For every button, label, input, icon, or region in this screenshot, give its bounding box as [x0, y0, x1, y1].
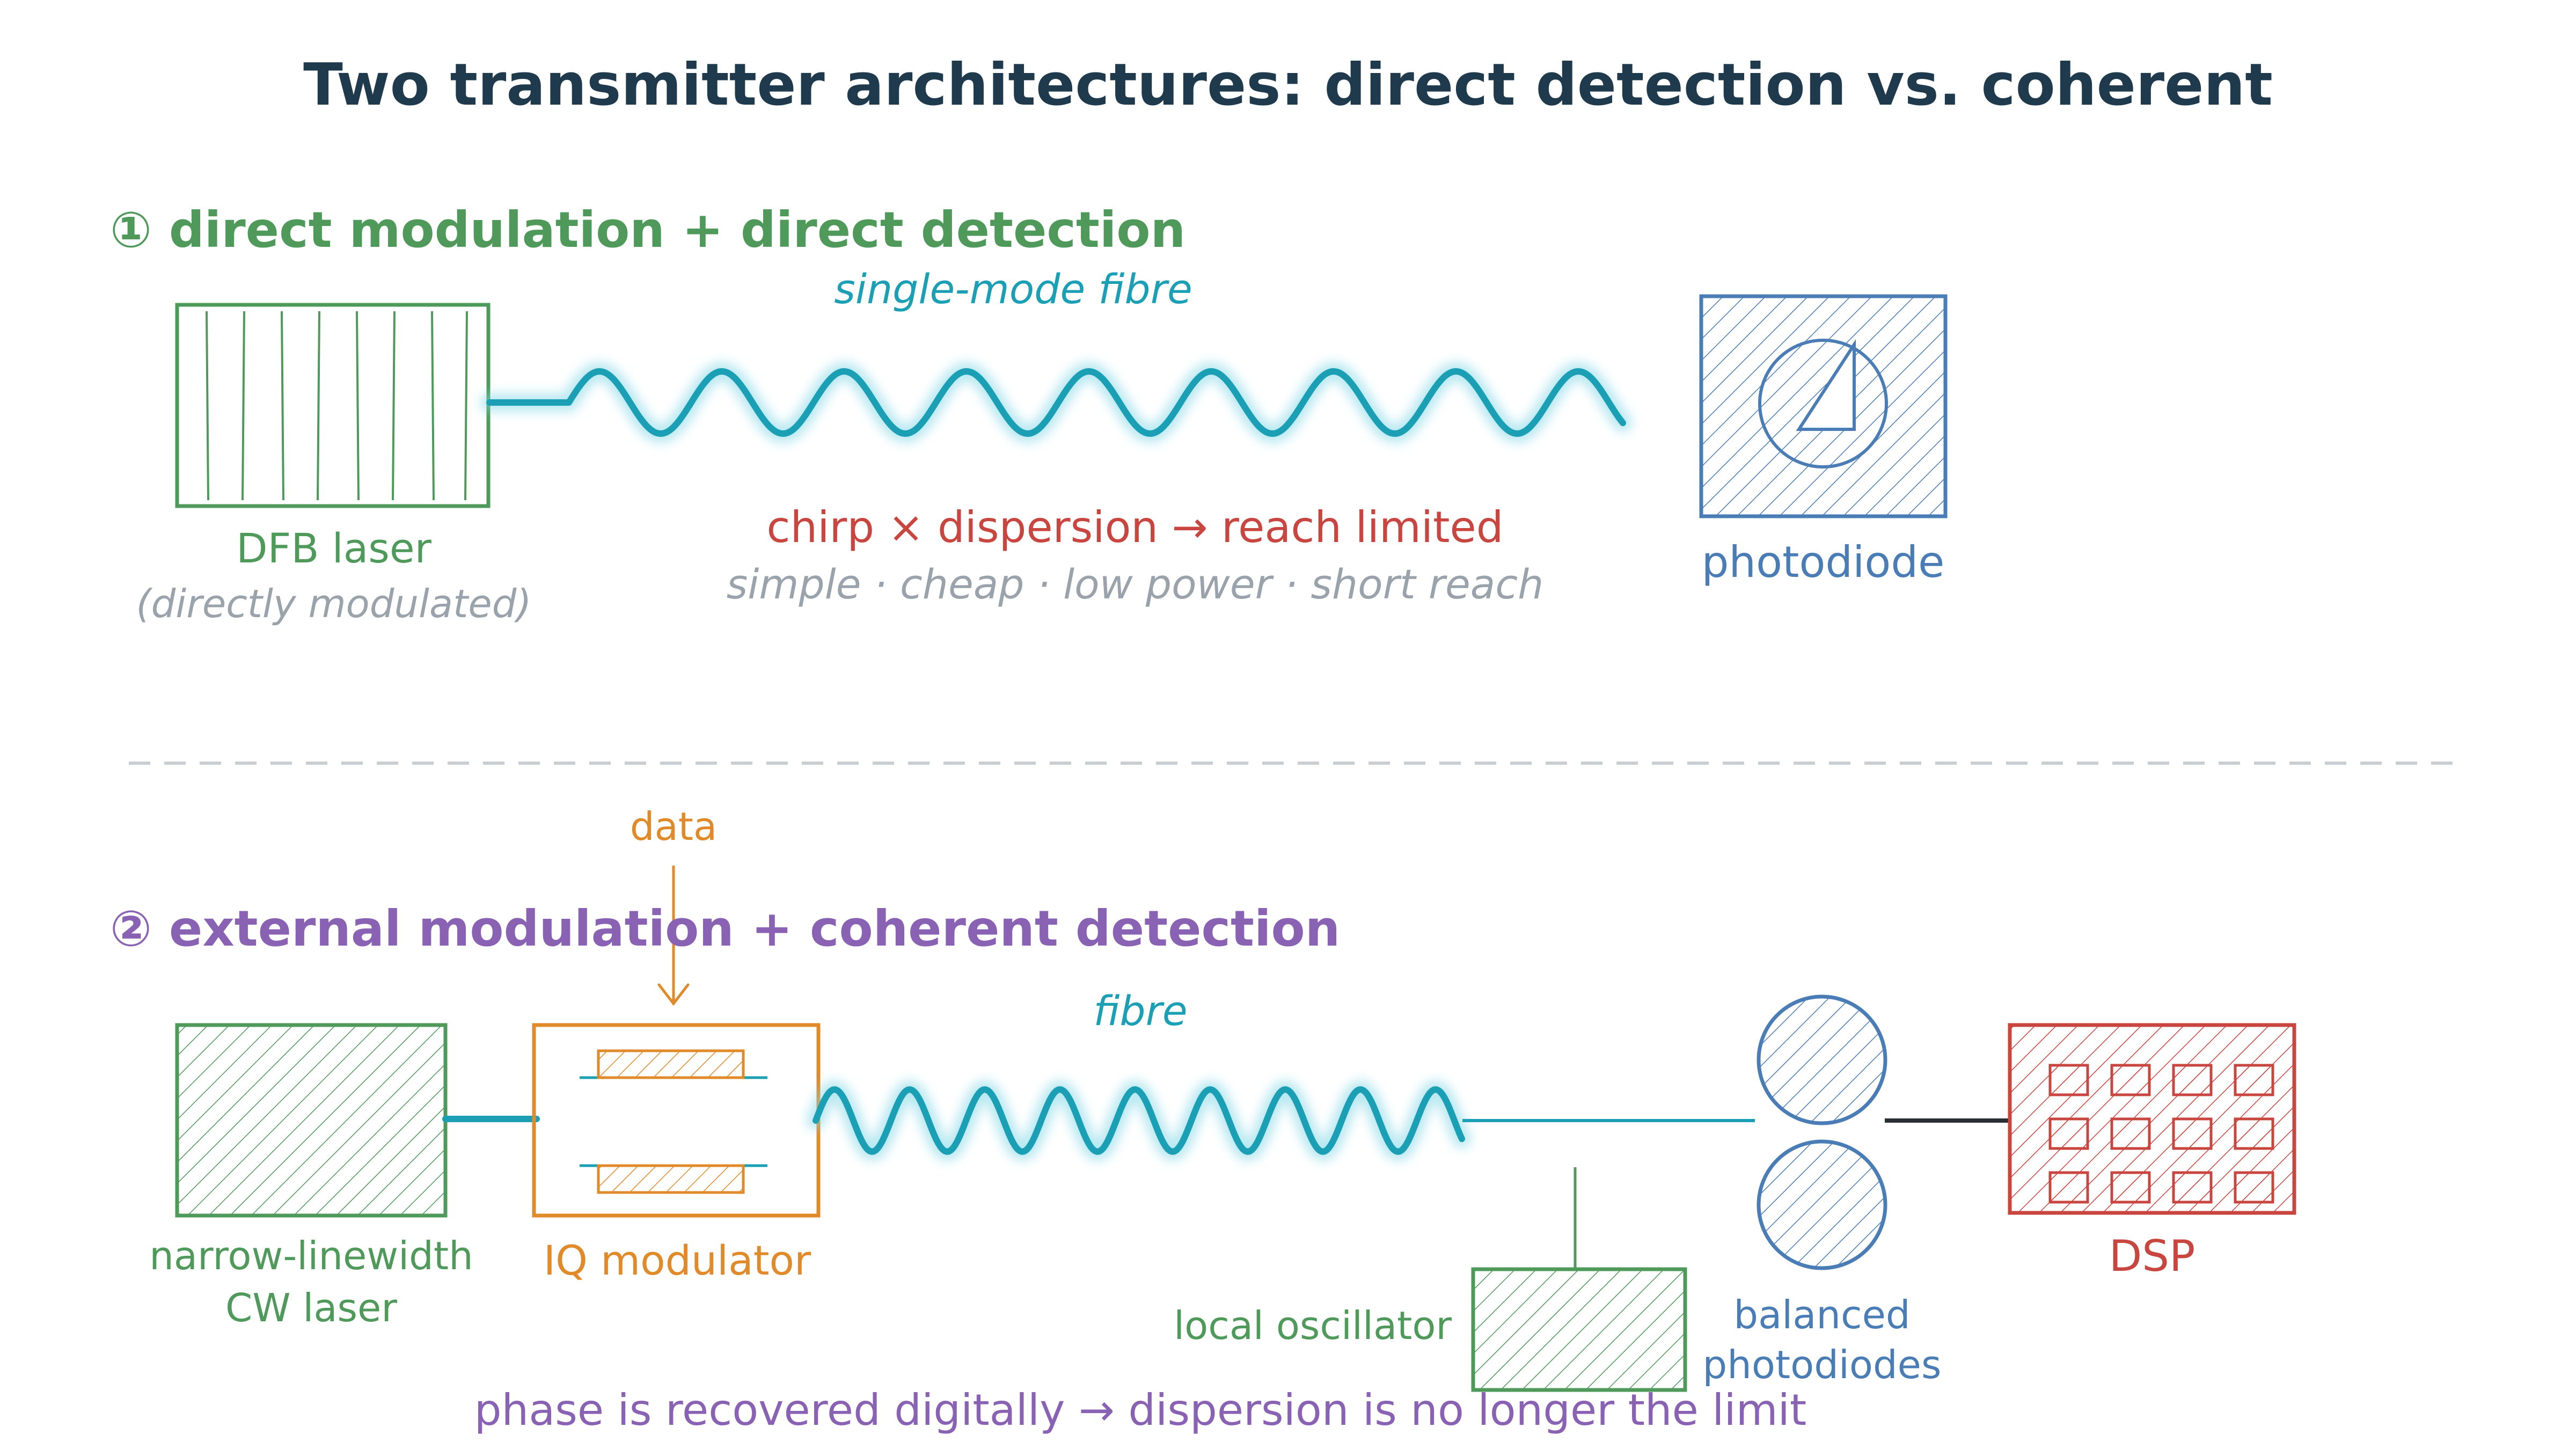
- fibre-2: [807, 1080, 1471, 1161]
- dsp-label: DSP: [2109, 1231, 2196, 1281]
- cw-laser-box: [175, 1023, 448, 1218]
- dsp-cell: [2234, 1171, 2274, 1204]
- local-oscillator-box: [1471, 1267, 1687, 1392]
- local-oscillator-label: local oscillator: [1174, 1303, 1452, 1348]
- cw-laser-label-line1: narrow-linewidth: [149, 1233, 473, 1278]
- dsp-cell: [2172, 1171, 2213, 1204]
- data-label: data: [630, 804, 717, 849]
- data-arrow: [657, 865, 690, 1006]
- dsp-cell: [2110, 1064, 2151, 1096]
- photodiode-box: [1699, 294, 1948, 518]
- single-mode-fibre: [480, 362, 1632, 443]
- dfb-laser-label: DFB laser: [236, 524, 432, 572]
- dfb-laser-sublabel: (directly modulated): [136, 581, 532, 626]
- diagram-title: Two transmitter architectures: direct de…: [303, 52, 2273, 119]
- section2-heading: ② external modulation + coherent detecti…: [110, 900, 1340, 957]
- dsp-cell: [2110, 1117, 2151, 1150]
- balanced-photodiodes-label-line1: balanced: [1733, 1292, 1910, 1337]
- section1-heading: ① direct modulation + direct detection: [110, 201, 1185, 259]
- cw-laser-label-line2: CW laser: [225, 1285, 397, 1330]
- dsp-cell: [2234, 1064, 2274, 1096]
- balanced-photodiodes: [1757, 994, 1887, 1270]
- iq-modulator-box: [532, 1023, 821, 1218]
- dsp-cell: [2172, 1117, 2213, 1150]
- dsp-cell: [2172, 1064, 2213, 1096]
- fibre1-label: single-mode fibre: [834, 265, 1192, 313]
- dsp-cell: [2110, 1171, 2151, 1204]
- fibre2-label: fibre: [1093, 987, 1187, 1035]
- dsp-cell: [2048, 1064, 2089, 1096]
- footer-note: phase is recovered digitally → dispersio…: [474, 1385, 1807, 1435]
- dfb-laser-box: [175, 303, 491, 508]
- dsp-box: [2008, 1023, 2296, 1215]
- dsp-cell: [2048, 1117, 2089, 1150]
- photodiode-label: photodiode: [1702, 537, 1945, 587]
- limit-note: chirp × dispersion → reach limited: [767, 502, 1504, 552]
- dsp-cell: [2048, 1171, 2089, 1204]
- dsp-cell: [2234, 1117, 2274, 1150]
- tradeoffs-note: simple · cheap · low power · short reach: [727, 560, 1544, 608]
- iq-modulator-label: IQ modulator: [544, 1236, 811, 1284]
- balanced-photodiodes-label-line2: photodiodes: [1703, 1342, 1942, 1387]
